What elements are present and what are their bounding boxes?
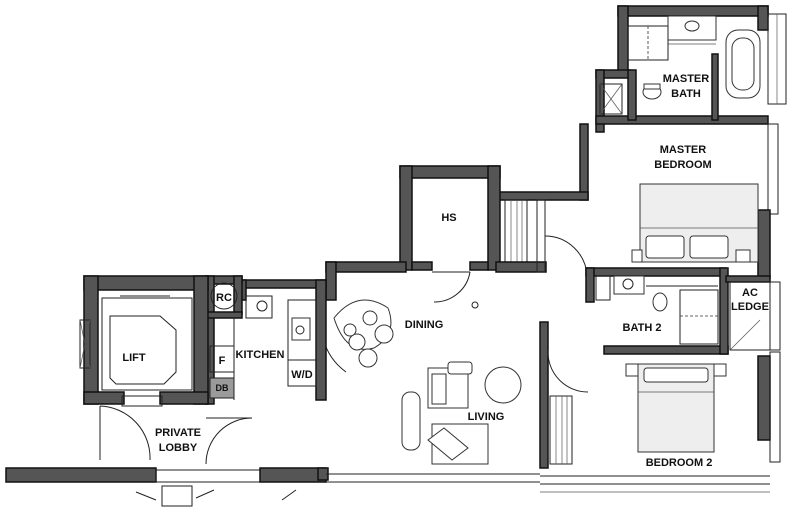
label-master-bedroom-2: BEDROOM <box>654 159 711 171</box>
label-kitchen: KITCHEN <box>236 349 285 361</box>
service-rooms <box>205 275 243 405</box>
hs-walls <box>399 165 501 309</box>
label-wd: W/D <box>291 369 312 381</box>
master-bed <box>631 183 759 263</box>
kitchen-walls <box>237 279 327 401</box>
label-master-bath-2: BATH <box>671 88 701 100</box>
label-master-bath-1: MASTER <box>663 73 710 85</box>
master-bedroom-walls <box>495 123 779 279</box>
dining-walls <box>325 199 547 301</box>
label-private-lobby-2: LOBBY <box>159 442 198 454</box>
master-bedroom-door <box>544 235 588 277</box>
ac-ledge <box>725 275 781 351</box>
label-living: LIVING <box>468 411 505 423</box>
private-lobby <box>99 405 253 465</box>
label-ac-ledge-2: LEDGE <box>731 301 769 313</box>
label-master-bedroom-1: MASTER <box>660 144 707 156</box>
label-rc: RC <box>216 292 232 304</box>
label-private-lobby-1: PRIVATE <box>155 427 201 439</box>
label-db: DB <box>216 383 229 393</box>
label-bath2: BATH 2 <box>623 322 662 334</box>
master-bath-fixtures <box>627 13 787 105</box>
label-bedroom2: BEDROOM 2 <box>646 457 713 469</box>
label-dining: DINING <box>405 319 444 331</box>
lift-walls <box>79 275 209 407</box>
label-hs: HS <box>441 212 456 224</box>
dining-table <box>333 299 394 368</box>
bath2-walls <box>585 267 729 355</box>
label-f: F <box>219 355 226 367</box>
master-bath-walls <box>595 5 769 133</box>
living-furniture <box>401 361 522 465</box>
label-ac-ledge-1: AC <box>742 287 758 299</box>
bedroom2-bed <box>625 363 727 453</box>
south-wall <box>5 467 770 507</box>
bedroom2-walls <box>539 321 781 469</box>
label-lift: LIFT <box>122 352 145 364</box>
